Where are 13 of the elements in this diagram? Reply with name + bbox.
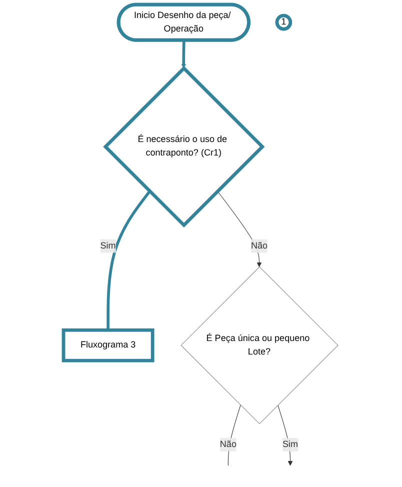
edge-label: Não [220,440,237,450]
node-circle: 1 [276,14,292,31]
edge-label: Sim [100,240,116,251]
edge-label: Não [251,240,268,251]
arrow [181,40,186,68]
edge-label: Sim [282,440,298,450]
connector [106,190,152,330]
node-box: Fluxograma 3 [62,328,155,362]
node-diamond: É Peça única ou pequeno Lote? [180,266,339,424]
connector [228,404,242,466]
arrow [218,190,262,268]
node-diamond: É necessário o uso de contraponto? (Cr1) [103,66,266,228]
arrow [278,404,294,466]
